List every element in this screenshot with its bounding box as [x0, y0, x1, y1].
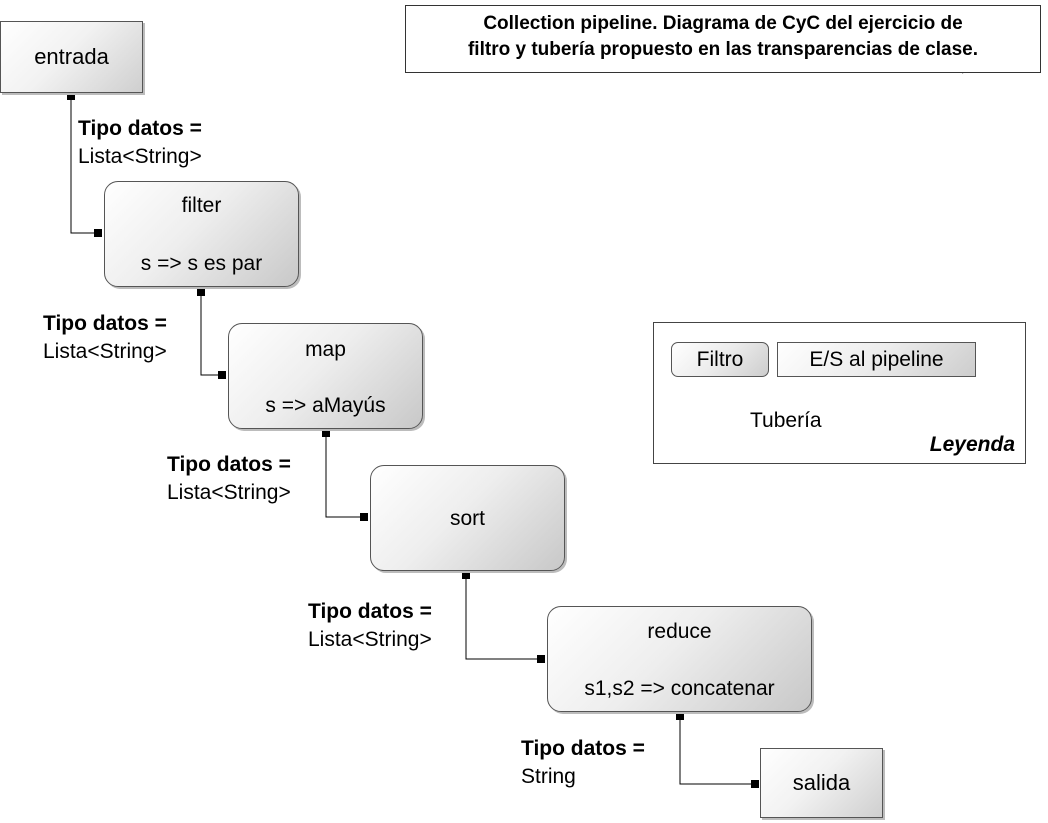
filter-node-map: map s => aMayús [228, 323, 423, 429]
filter-name: sort [449, 507, 485, 530]
diagram-title-note: Collection pipeline. Diagrama de CyC del… [405, 5, 1041, 73]
note-line-2: filtro y tubería propuesto en las transp… [467, 39, 978, 60]
legend-title: Leyenda [929, 433, 1015, 456]
pipe-heading: Tipo datos = [43, 312, 167, 335]
filter-expression: s => aMayús [265, 394, 386, 417]
legend-filter-sample: Filtro [671, 342, 769, 377]
output-node: salida [760, 748, 883, 818]
filter-expression: s => s es par [140, 252, 263, 275]
pipe-label-5: Tipo datos = String [521, 735, 645, 791]
legend-io-sample: E/S al pipeline [777, 342, 976, 377]
pipe-label-2: Tipo datos = Lista<String> [43, 310, 167, 366]
pipe-label-3: Tipo datos = Lista<String> [167, 451, 291, 507]
pipe-heading: Tipo datos = [78, 117, 202, 140]
filter-node-reduce: reduce s1,s2 => concatenar [547, 606, 812, 712]
filter-node-sort: sort [370, 465, 565, 571]
pipe-label-4: Tipo datos = Lista<String> [308, 598, 432, 654]
output-label: salida [792, 770, 851, 795]
legend-io-label: E/S al pipeline [809, 347, 944, 371]
legend-box: Filtro E/S al pipeline Tubería Leyenda [653, 322, 1026, 464]
filter-expression: s1,s2 => concatenar [584, 677, 775, 700]
input-label: entrada [34, 44, 109, 69]
pipe-heading: Tipo datos = [167, 453, 291, 476]
pipe-type: Lista<String> [167, 481, 291, 504]
pipe-heading: Tipo datos = [308, 600, 432, 623]
filter-name: reduce [647, 620, 712, 643]
filter-node-filter: filter s => s es par [104, 181, 299, 287]
pipe-label-1: Tipo datos = Lista<String> [78, 115, 202, 171]
note-line-1: Collection pipeline. Diagrama de CyC del… [483, 13, 963, 34]
pipe-type: Lista<String> [43, 340, 167, 363]
legend-pipe-label: Tubería [750, 409, 822, 432]
pipe-type: Lista<String> [308, 628, 432, 651]
filter-name: filter [181, 194, 222, 217]
pipe-heading: Tipo datos = [521, 737, 645, 760]
legend-filter-label: Filtro [696, 347, 744, 371]
pipe-type: Lista<String> [78, 145, 202, 168]
input-node: entrada [0, 21, 143, 93]
pipe-type: String [521, 765, 576, 788]
filter-name: map [305, 338, 346, 361]
